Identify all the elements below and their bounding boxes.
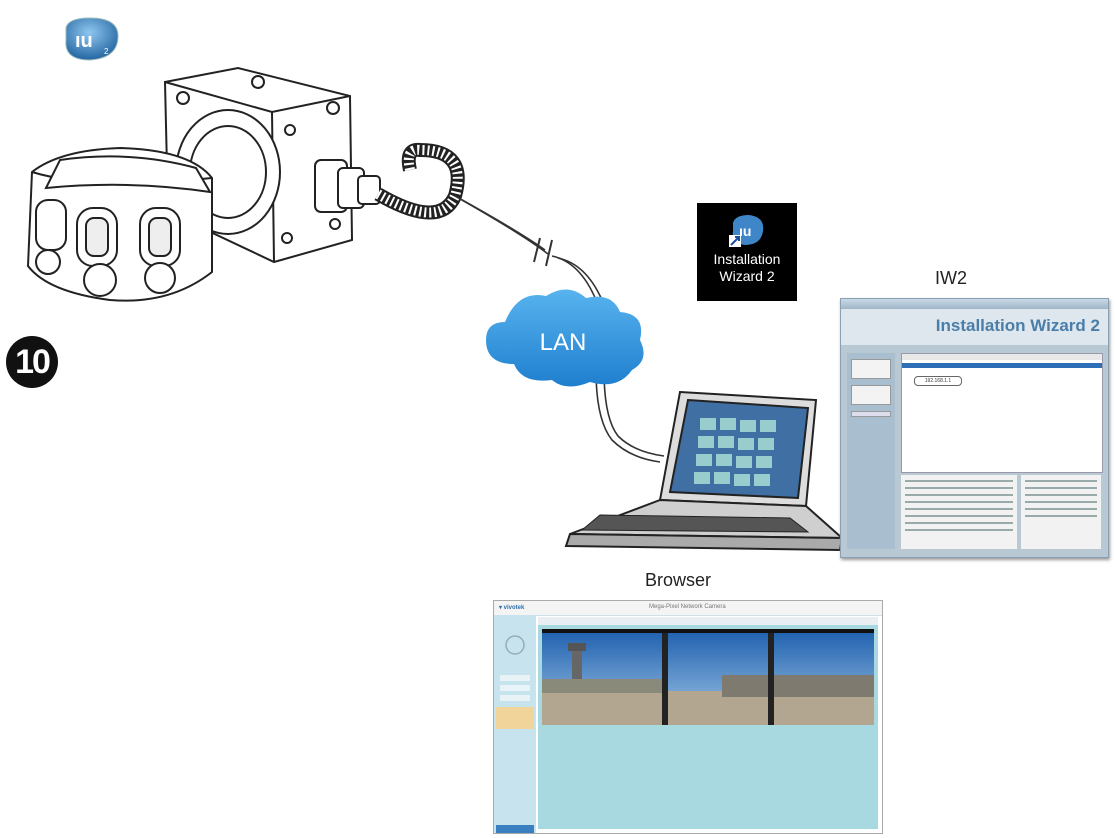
iw2-help-panel bbox=[901, 475, 1017, 549]
iw2-sidebar bbox=[847, 353, 895, 549]
cable-gland bbox=[314, 159, 381, 213]
shortcut-label-line1: Installation bbox=[713, 251, 781, 267]
lan-cloud-icon bbox=[486, 289, 644, 387]
flexible-conduit bbox=[374, 142, 465, 220]
iw2-sidebar-button[interactable] bbox=[851, 359, 891, 379]
browser-window-screenshot: ▾ vivotek Mega-Pixel Network Camera bbox=[493, 600, 883, 834]
browser-page-title: Mega-Pixel Network Camera bbox=[649, 604, 726, 610]
shortcut-label-line2: Wizard 2 bbox=[719, 268, 775, 284]
iw2-header: Installation Wizard 2 bbox=[841, 309, 1108, 345]
svg-text:ıu: ıu bbox=[739, 223, 751, 239]
browser-caption: Browser bbox=[645, 570, 712, 590]
iw2-device-row[interactable] bbox=[902, 363, 1102, 368]
iw2-device-list: 192.168.1.1 bbox=[901, 353, 1103, 473]
step-number-badge: 10 bbox=[6, 336, 58, 388]
installation-wizard-app-icon: ıu bbox=[727, 213, 767, 249]
iw2-list-header bbox=[902, 354, 1102, 360]
iw2-caption: IW2 bbox=[935, 268, 968, 288]
laptop-icon bbox=[564, 390, 845, 552]
svg-text:2: 2 bbox=[104, 47, 109, 56]
installation-wizard-shortcut[interactable]: ıu Installation Wizard 2 bbox=[697, 203, 797, 301]
iw-logo-icon: ıu 2 bbox=[60, 14, 122, 66]
svg-text:ıu: ıu bbox=[75, 30, 93, 52]
panoramic-camera-body bbox=[26, 146, 213, 302]
browser-header: ▾ vivotek Mega-Pixel Network Camera bbox=[494, 601, 882, 616]
iw2-window-title: Installation Wizard 2 bbox=[935, 316, 1100, 335]
iw2-sidebar-button[interactable] bbox=[851, 385, 891, 405]
browser-sidebar bbox=[494, 615, 536, 833]
iw2-ip-tooltip: 192.168.1.1 bbox=[914, 376, 962, 386]
network-cable bbox=[454, 195, 665, 463]
panoramic-live-image bbox=[542, 629, 874, 725]
iw2-sidebar-button[interactable] bbox=[851, 411, 891, 417]
lan-label: LAN bbox=[540, 329, 587, 356]
browser-logo: ▾ vivotek bbox=[499, 605, 525, 611]
iw2-window-screenshot: Installation Wizard 2 192.168.1.1 bbox=[840, 298, 1109, 558]
iw2-hint-panel bbox=[1021, 475, 1101, 549]
browser-live-view-panel bbox=[538, 617, 878, 829]
browser-tabbar bbox=[538, 617, 878, 625]
iw2-titlebar bbox=[841, 299, 1108, 309]
